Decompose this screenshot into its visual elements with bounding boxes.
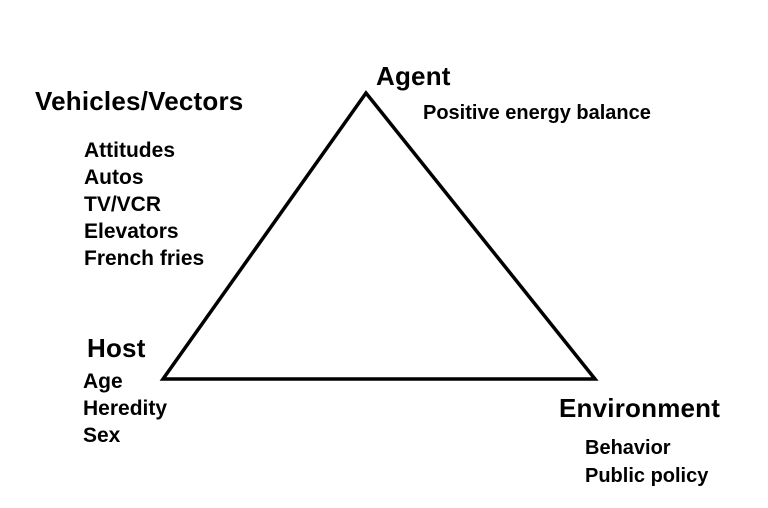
vectors-list: Attitudes Autos TV/VCR Elevators French … <box>84 137 204 272</box>
triangle-shape <box>159 90 599 381</box>
vectors-item-attitudes: Attitudes <box>84 139 175 162</box>
host-heading: Host <box>87 333 146 363</box>
vectors-heading: Vehicles/Vectors <box>35 86 244 116</box>
vectors-item-french-fries: French fries <box>84 247 205 270</box>
vectors-item-elevators: Elevators <box>84 220 179 243</box>
vectors-item-tv-vcr: TV/VCR <box>84 193 162 216</box>
host-item-heredity: Heredity <box>83 397 168 420</box>
agent-item-positive-energy-balance: Positive energy balance <box>423 102 651 124</box>
host-item-sex: Sex <box>83 424 121 447</box>
environment-list: Behavior Public policy <box>585 434 708 490</box>
environment-item-public-policy: Public policy <box>585 465 709 487</box>
host-list: Age Heredity Sex <box>83 368 167 449</box>
host-item-age: Age <box>83 370 123 393</box>
environment-item-behavior: Behavior <box>585 437 671 459</box>
agent-heading: Agent <box>376 61 451 91</box>
environment-heading: Environment <box>559 393 721 423</box>
vectors-item-autos: Autos <box>84 166 144 189</box>
